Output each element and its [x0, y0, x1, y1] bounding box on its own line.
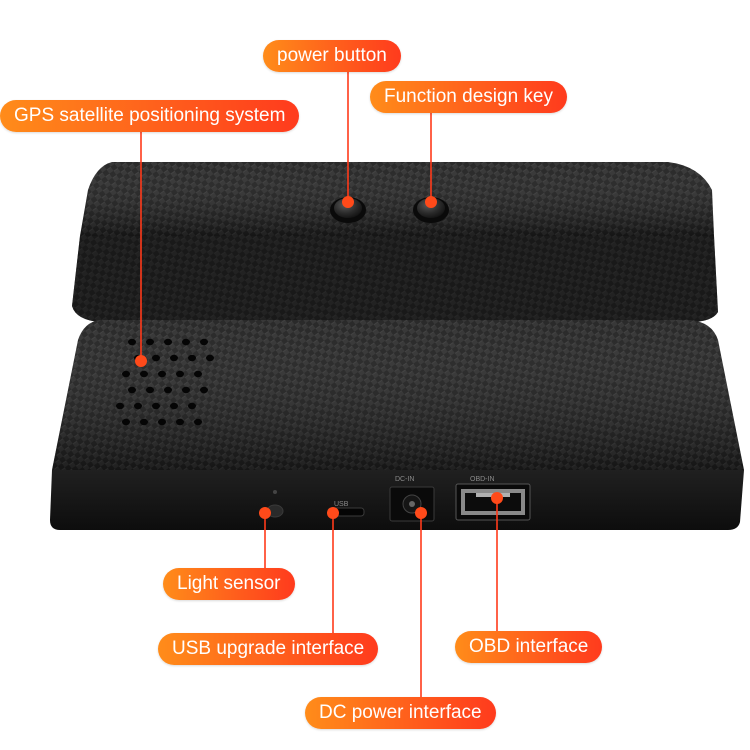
callout-function-key: Function design key [370, 81, 567, 113]
vent-hole [116, 402, 124, 410]
vent-hole [182, 386, 190, 394]
vent-hole [188, 402, 196, 410]
vent-hole [200, 338, 208, 346]
vent-hole [200, 386, 208, 394]
vent-hole [146, 386, 154, 394]
vent-hole [134, 402, 142, 410]
vent-hole [170, 354, 178, 362]
vent-hole [122, 370, 130, 378]
callout-light-sensor: Light sensor [163, 568, 295, 600]
vent-hole [164, 338, 172, 346]
vent-hole [146, 338, 154, 346]
leader-dots [135, 196, 503, 519]
obd-in-port-label: OBD-IN [470, 476, 495, 483]
vent-hole [194, 418, 202, 426]
vent-hole [140, 370, 148, 378]
vent-hole [152, 354, 160, 362]
callout-dc: DC power interface [305, 697, 496, 729]
vent-hole [206, 354, 214, 362]
vent-hole [176, 418, 184, 426]
callout-gps: GPS satellite positioning system [0, 100, 300, 132]
vent-hole [122, 418, 130, 426]
leader-lines [140, 70, 498, 699]
vent-hole [188, 354, 196, 362]
vent-hole [128, 386, 136, 394]
callout-obd: OBD interface [455, 631, 603, 663]
vent-hole [194, 370, 202, 378]
vent-hole [176, 370, 184, 378]
gps-vent-holes [116, 338, 214, 426]
vent-hole [152, 402, 160, 410]
vent-hole [158, 370, 166, 378]
dc-in-port-label: DC-IN [395, 476, 414, 483]
usb-port-label: USB [334, 501, 349, 508]
callout-power-button: power button [263, 40, 401, 72]
callout-usb: USB upgrade interface [158, 633, 379, 665]
vent-hole [170, 402, 178, 410]
vent-hole [140, 418, 148, 426]
vent-hole [182, 338, 190, 346]
vent-hole [158, 418, 166, 426]
vent-hole [164, 386, 172, 394]
vent-hole [128, 338, 136, 346]
